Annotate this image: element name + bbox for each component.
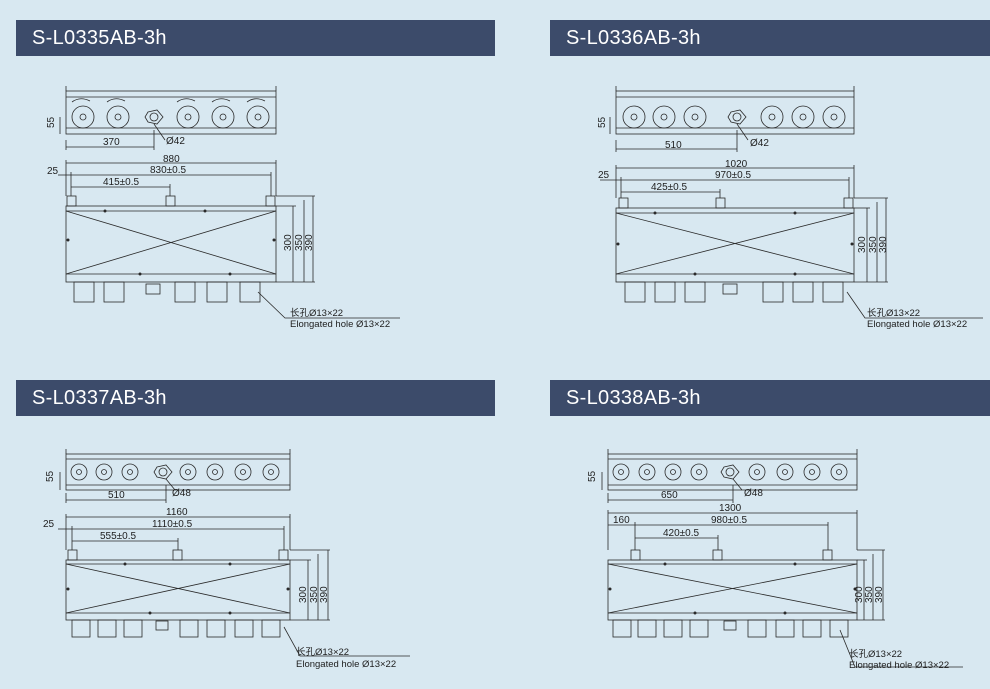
- port-fitting: [727, 109, 747, 125]
- dim-overall-length: 880: [163, 154, 180, 165]
- fixing-dots: [66, 209, 276, 276]
- technical-drawing: 55 510 Ø42 1020 970±0.5 25 425±0.5 300 3…: [597, 86, 983, 330]
- front-view-body: [65, 559, 291, 621]
- dim-height-3: 390: [304, 234, 315, 251]
- dim-height-2: 350: [294, 234, 305, 251]
- fixing-dots: [616, 211, 854, 276]
- dim-height: 55: [587, 470, 598, 482]
- bottom-valve-icons: [612, 619, 849, 638]
- dim-height-1: 300: [283, 234, 294, 251]
- front-view-body: [65, 205, 277, 283]
- hole-note-en: Elongated hole Ø13×22: [867, 319, 967, 330]
- fixing-dots: [66, 562, 290, 615]
- drawing-panel-4: S-L0338AB-3h: [495, 345, 990, 689]
- dim-height-2: 350: [309, 586, 320, 603]
- dim-inner-span: 415±0.5: [103, 177, 140, 188]
- drawing-panel-3: S-L0337AB-3h: [0, 345, 495, 689]
- model-title: S-L0336AB-3h: [550, 20, 990, 56]
- dim-hole-span: 830±0.5: [150, 165, 187, 176]
- dim-height-3: 390: [878, 236, 889, 253]
- dim-height-1: 300: [854, 586, 865, 603]
- technical-drawing: 55 650 Ø48 1300 980±0.5 160 420±0.5 300 …: [587, 449, 963, 671]
- bottom-valve-icons: [624, 281, 844, 303]
- dim-port-offset: 510: [108, 490, 125, 501]
- technical-drawing: 55 370 Ø42 880 830±0.5 25 415±0.5 300 35…: [46, 86, 400, 330]
- dim-height: 55: [46, 116, 57, 128]
- fixing-dots: [608, 562, 857, 615]
- hole-note-en: Elongated hole Ø13×22: [290, 319, 390, 330]
- dim-port-diameter: Ø42: [166, 136, 185, 147]
- dim-height: 55: [597, 116, 608, 128]
- model-title: S-L0338AB-3h: [550, 380, 990, 416]
- dim-port-offset: 370: [103, 137, 120, 148]
- dim-overall-length: 1300: [719, 503, 742, 514]
- drawing-panel-1: S-L0335AB-3h: [0, 0, 495, 345]
- dim-overall-length: 1020: [725, 159, 748, 170]
- top-view-body: [65, 90, 277, 135]
- hole-note-cn: 长孔Ø13×22: [849, 648, 902, 660]
- technical-drawing: 55 510 Ø48 1160 1110±0.5 25 555±0.5 300 …: [43, 449, 410, 670]
- valve-icons: [71, 98, 270, 129]
- dim-port-offset: 650: [661, 490, 678, 501]
- valve-icons: [612, 463, 848, 481]
- dim-port-diameter: Ø48: [172, 488, 191, 499]
- dim-height-2: 350: [868, 236, 879, 253]
- dim-inner-span: 425±0.5: [651, 182, 688, 193]
- dim-hole-span: 980±0.5: [711, 515, 748, 526]
- model-title: S-L0335AB-3h: [16, 20, 495, 56]
- top-view-body: [65, 453, 291, 491]
- front-view-body: [615, 207, 855, 283]
- dim-hole-span: 1110±0.5: [152, 519, 193, 530]
- dim-port-diameter: Ø48: [744, 488, 763, 499]
- bottom-valve-icons: [71, 619, 281, 638]
- dim-edge-offset: 160: [613, 515, 630, 526]
- dim-edge-offset: 25: [598, 170, 610, 181]
- port-fitting: [153, 464, 173, 480]
- hole-note-cn: 长孔Ø13×22: [290, 307, 343, 319]
- dim-hole-span: 970±0.5: [715, 170, 752, 181]
- hole-note-cn: 长孔Ø13×22: [296, 646, 349, 658]
- port-fitting: [144, 109, 164, 125]
- dim-edge-offset: 25: [43, 519, 55, 530]
- dim-height-1: 300: [298, 586, 309, 603]
- valve-icons: [70, 463, 280, 481]
- dim-height-3: 390: [874, 586, 885, 603]
- hole-note-cn: 长孔Ø13×22: [867, 307, 920, 319]
- top-view-body: [615, 90, 855, 135]
- hole-note-en: Elongated hole Ø13×22: [296, 659, 396, 670]
- valve-icons: [622, 105, 846, 129]
- model-title: S-L0337AB-3h: [16, 380, 495, 416]
- dim-edge-offset: 25: [47, 166, 59, 177]
- dim-port-offset: 510: [665, 140, 682, 151]
- front-view-body: [607, 559, 858, 621]
- dim-inner-span: 555±0.5: [100, 531, 137, 542]
- top-view-body: [607, 453, 858, 491]
- port-fitting: [720, 464, 740, 480]
- dim-port-diameter: Ø42: [750, 138, 769, 149]
- dim-overall-length: 1160: [166, 507, 188, 518]
- dim-inner-span: 420±0.5: [663, 528, 700, 539]
- dim-height-1: 300: [857, 236, 868, 253]
- dim-height-3: 390: [319, 586, 330, 603]
- dim-height: 55: [45, 470, 56, 482]
- hole-note-en: Elongated hole Ø13×22: [849, 660, 949, 671]
- drawing-panel-2: S-L0336AB-3h: [495, 0, 990, 345]
- bottom-valve-icons: [73, 281, 261, 303]
- dim-height-2: 350: [864, 586, 875, 603]
